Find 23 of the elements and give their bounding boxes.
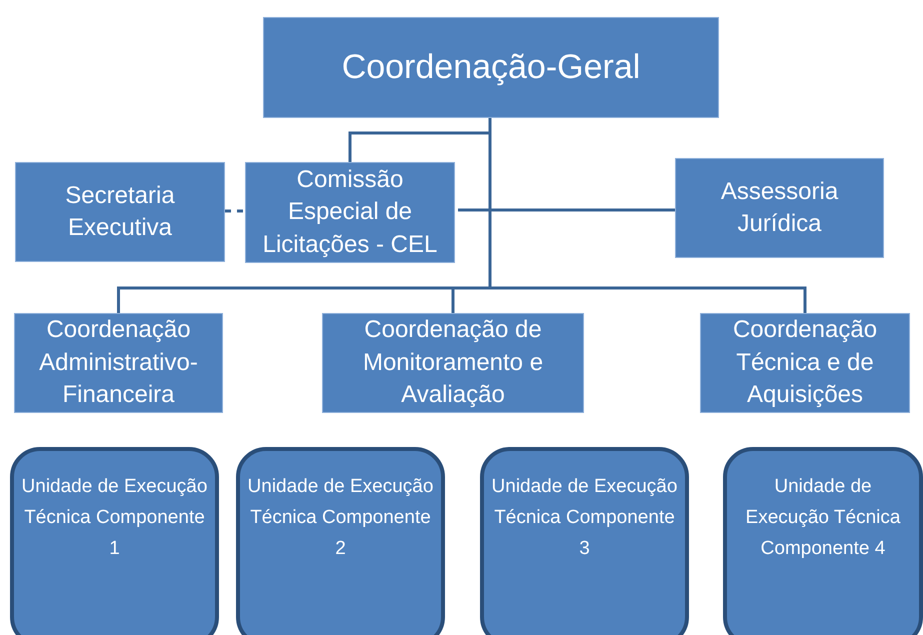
org-box [700,313,910,413]
org-box [322,313,584,413]
box-label: Coordenação Administrativo-Financeira [38,315,199,410]
unit-box [236,447,445,635]
box-label: Unidade de Execução Técnica Componente 3 [490,475,678,561]
org-box [14,313,223,413]
box-label: Assessoria Jurídica [720,176,840,239]
connector-line [225,210,245,212]
box-label: Comissão Especial de Licitações - CEL [262,164,438,260]
box-label: Coordenação Técnica e de Aquisições [732,315,878,410]
org-box [675,158,884,258]
box-label: Secretaria Executiva [64,180,176,243]
org-box [15,162,225,262]
box-label: Unidade de Execução Técnica Componente 1 [20,475,208,561]
box-label: Unidade de Execução Técnica Componente 4 [744,475,902,561]
box-label: Coordenação-Geral [340,46,642,88]
org-box [245,162,455,263]
org-box [263,17,719,118]
unit-box [723,447,923,635]
unit-box [10,447,219,635]
unit-box [480,447,689,635]
box-label: Unidade de Execução Técnica Componente 2 [246,475,434,561]
box-label: Coordenação de Monitoramento e Avaliação [362,315,544,410]
